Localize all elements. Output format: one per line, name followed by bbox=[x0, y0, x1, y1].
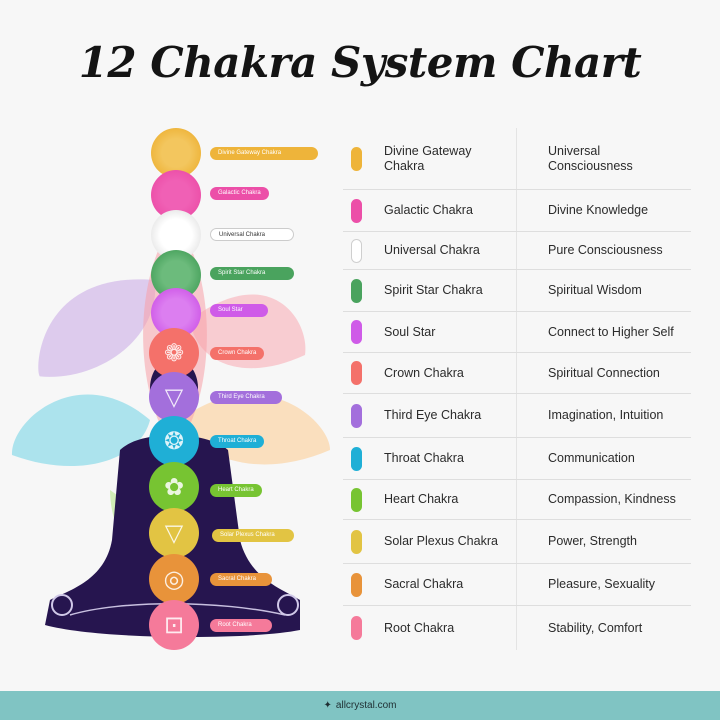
chakra-name: Universal Chakra bbox=[384, 243, 480, 257]
color-swatch bbox=[351, 487, 362, 512]
chakra-name: Solar Plexus Chakra bbox=[384, 534, 498, 548]
orb-divine-gateway bbox=[151, 128, 201, 178]
chakra-meaning: Divine Knowledge bbox=[548, 203, 649, 217]
label-heart: Heart Chakra bbox=[210, 484, 262, 497]
lotus-thousand-petal-icon: ❁ bbox=[163, 339, 185, 367]
chakra-name: Third Eye Chakra bbox=[384, 408, 482, 422]
chakra-name: Throat Chakra bbox=[384, 451, 464, 465]
table-row: Sacral Chakra Pleasure, Sexuality bbox=[343, 564, 691, 606]
color-swatch bbox=[351, 320, 362, 344]
orb-crown: ❁ bbox=[149, 328, 199, 378]
meditation-illustration: ❁ ▽ ❂ ✿ ▽ ◎ ⊡ Divine Gateway Chakra Gala… bbox=[0, 120, 340, 660]
chakra-meaning: Stability, Comfort bbox=[548, 620, 643, 635]
third-eye-triangle-icon: ▽ bbox=[164, 383, 184, 411]
chakra-meaning: Communication bbox=[548, 451, 635, 465]
orb-solar-plexus: ▽ bbox=[149, 508, 199, 558]
chakra-name: Root Chakra bbox=[384, 620, 455, 635]
page-title: 12 Chakra System Chart bbox=[78, 38, 642, 87]
chakra-meaning: Imagination, Intuition bbox=[548, 408, 664, 422]
chakra-meaning: Spiritual Wisdom bbox=[548, 283, 642, 297]
table-row: Throat Chakra Communication bbox=[343, 438, 691, 480]
label-root: Root Chakra bbox=[210, 619, 272, 632]
table-row: Universal Chakra Pure Consciousness bbox=[343, 232, 691, 270]
footer-bar: ✦ allcrystal.com bbox=[0, 691, 720, 720]
column-divider bbox=[516, 128, 517, 650]
footer-site-link[interactable]: allcrystal.com bbox=[335, 700, 397, 711]
color-swatch bbox=[351, 278, 362, 303]
table-row: Solar Plexus Chakra Power, Strength bbox=[343, 520, 691, 564]
orb-sacral: ◎ bbox=[149, 554, 199, 604]
label-divine-gateway: Divine Gateway Chakra bbox=[210, 147, 318, 160]
color-swatch bbox=[351, 446, 362, 471]
color-swatch bbox=[351, 572, 362, 597]
color-swatch bbox=[351, 361, 362, 385]
table-row: Galactic Chakra Divine Knowledge bbox=[343, 190, 691, 232]
orb-heart: ✿ bbox=[149, 462, 199, 512]
chakra-meaning: Pleasure, Sexuality bbox=[548, 577, 656, 591]
sacral-crescent-icon: ◎ bbox=[163, 565, 185, 593]
chakra-name: Heart Chakra bbox=[384, 492, 459, 506]
table-row: Root Chakra Stability, Comfort bbox=[343, 606, 691, 650]
chakra-name: Galactic Chakra bbox=[384, 203, 473, 217]
orb-root: ⊡ bbox=[149, 600, 199, 650]
chakra-meaning: Connect to Higher Self bbox=[548, 324, 674, 339]
throat-lotus-icon: ❂ bbox=[163, 427, 185, 455]
label-sacral: Sacral Chakra bbox=[210, 573, 272, 586]
table-row: Soul Star Connect to Higher Self bbox=[343, 312, 691, 353]
label-throat: Throat Chakra bbox=[210, 435, 265, 448]
solar-plexus-triangle-icon: ▽ bbox=[164, 519, 184, 547]
heart-lotus-icon: ✿ bbox=[163, 473, 185, 501]
chakra-meaning: Compassion, Kindness bbox=[548, 492, 676, 506]
table-row: Third Eye Chakra Imagination, Intuition bbox=[343, 394, 691, 438]
color-swatch bbox=[351, 529, 362, 554]
label-solar-plexus: Solar Plexus Chakra bbox=[212, 529, 294, 542]
chakra-meaning: Pure Consciousness bbox=[548, 243, 663, 257]
orb-throat: ❂ bbox=[149, 416, 199, 466]
chakra-name: Sacral Chakra bbox=[384, 577, 464, 591]
color-swatch bbox=[351, 238, 362, 263]
label-universal: Universal Chakra bbox=[210, 228, 294, 241]
chakra-meaning: Power, Strength bbox=[548, 534, 637, 548]
chakra-name: Soul Star bbox=[384, 324, 436, 339]
color-swatch bbox=[351, 146, 362, 171]
table-row: Spirit Star Chakra Spiritual Wisdom bbox=[343, 270, 691, 312]
label-third-eye: Third Eye Chakra bbox=[210, 391, 282, 404]
color-swatch bbox=[351, 403, 362, 428]
color-swatch bbox=[351, 198, 362, 223]
label-soul-star: Soul Star bbox=[210, 304, 268, 317]
label-spirit-star: Spirit Star Chakra bbox=[210, 267, 294, 280]
root-square-icon: ⊡ bbox=[163, 611, 185, 639]
sparkle-icon: ✦ bbox=[323, 700, 332, 711]
chakra-name: Spirit Star Chakra bbox=[384, 283, 483, 297]
label-crown: Crown Chakra bbox=[210, 347, 265, 360]
table-row: Heart Chakra Compassion, Kindness bbox=[343, 480, 691, 520]
chakra-name: Crown Chakra bbox=[384, 365, 464, 380]
label-galactic: Galactic Chakra bbox=[210, 187, 269, 200]
orb-third-eye: ▽ bbox=[149, 372, 199, 422]
color-swatch bbox=[351, 616, 362, 640]
chakra-meaning: Spiritual Connection bbox=[548, 365, 660, 380]
table-row: Crown Chakra Spiritual Connection bbox=[343, 353, 691, 394]
